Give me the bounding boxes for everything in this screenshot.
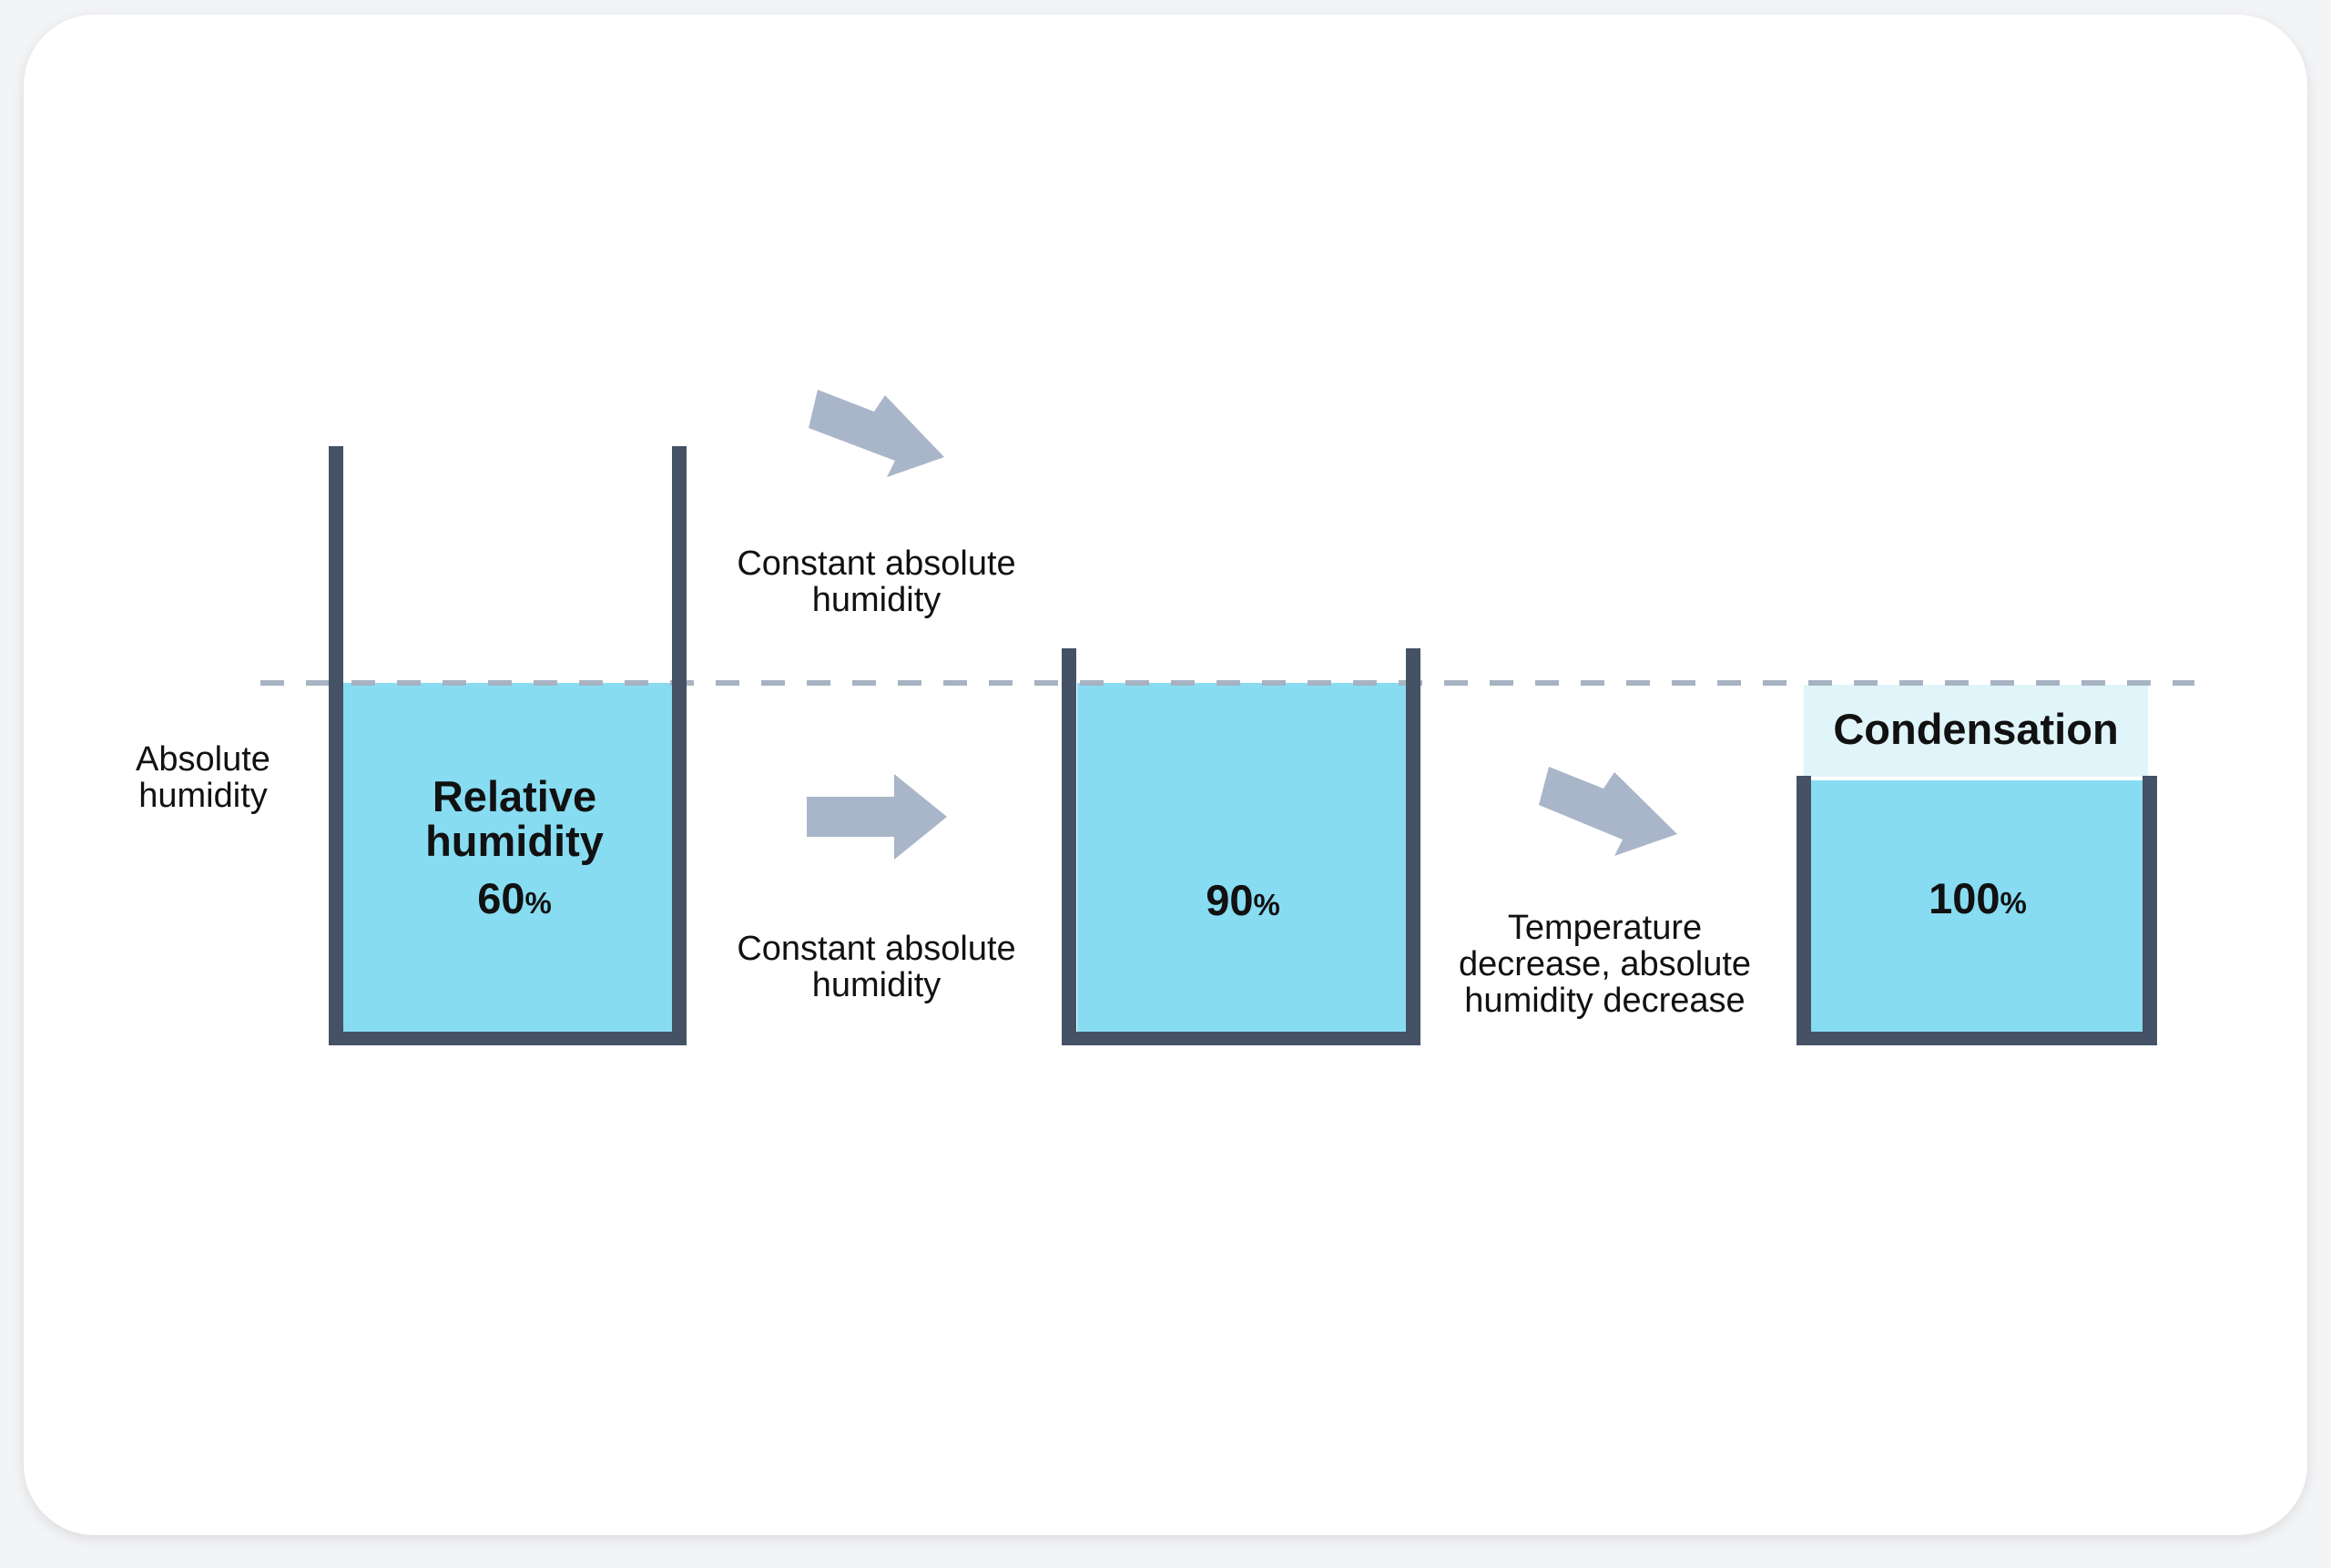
transition-1-label: Constant absolute humidity	[737, 545, 1016, 619]
tank-2-walls	[1062, 648, 1420, 1045]
condensation-box	[1804, 685, 2148, 777]
tank-3-value: 100%	[1929, 874, 2027, 922]
tank-1-title: Relative humidity	[425, 772, 604, 866]
arrow-right-icon	[807, 774, 947, 860]
transition-3-label: Temperature decrease, absolute humidity …	[1458, 909, 1752, 1020]
tank-1-value: 60%	[477, 874, 552, 922]
tank-1-water	[343, 683, 679, 1032]
transition-2-label: Constant absolute humidity	[737, 930, 1016, 1004]
condensation-label: Condensation	[1833, 705, 2119, 753]
absolute-humidity-label: Absolute humidity	[136, 740, 270, 815]
tank-2-water	[1077, 683, 1409, 1032]
tank-3-walls	[1797, 776, 2157, 1045]
tank-2-value: 90%	[1206, 876, 1280, 924]
arrow-down-right-icon	[1539, 767, 1677, 856]
tank-1-walls	[329, 446, 687, 1045]
arrow-down-right-icon	[809, 390, 944, 477]
tank-3-water	[1811, 780, 2143, 1032]
